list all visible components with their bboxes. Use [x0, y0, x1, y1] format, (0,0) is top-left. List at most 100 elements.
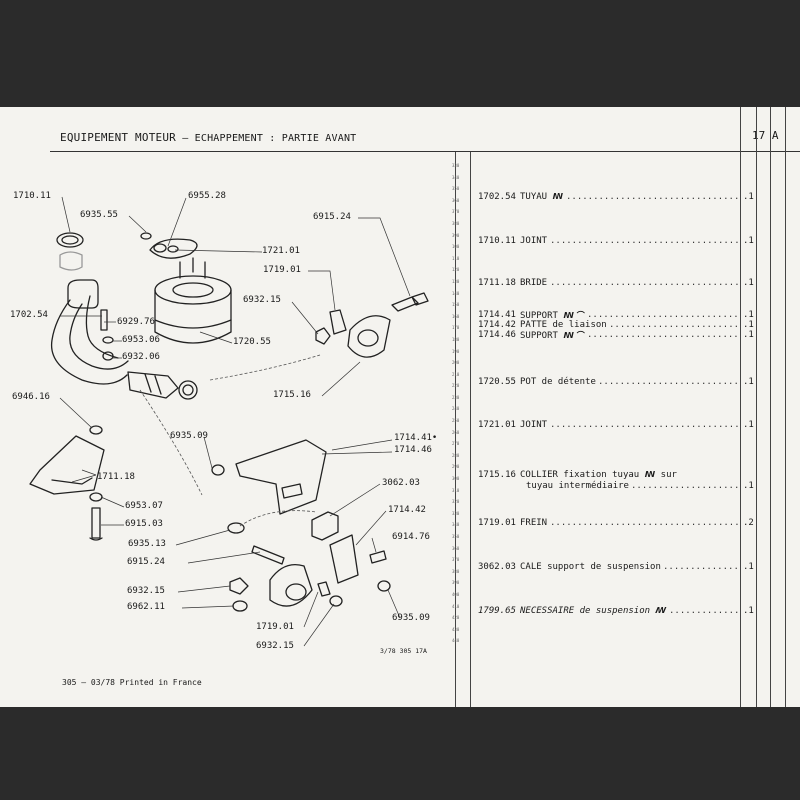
part-description-text: JOINT — [520, 420, 548, 430]
part-description: COLLIER fixation tuyau ꟿ sur — [520, 470, 677, 480]
leader-dots: ........................................… — [587, 310, 739, 320]
part-description-text: TUYAU — [520, 192, 553, 202]
figure-label: 6935.09 — [392, 613, 430, 623]
scale-tick: 200 — [452, 360, 460, 366]
figure-label: 6915.24 — [127, 557, 165, 567]
leader-dots: ........................................… — [669, 606, 739, 616]
variant-symbol-icon: ꟿ ⌒ — [563, 311, 585, 320]
page-reference: 17 A — [752, 129, 779, 142]
scale-tick: 130 — [452, 278, 460, 284]
scale-tick: 340 — [452, 174, 460, 180]
part-description: CALE support de suspension — [520, 562, 661, 572]
scale-right-rule — [470, 152, 471, 707]
part-description-text: PATTE de liaison — [520, 320, 607, 330]
scale-tick: 380 — [452, 220, 460, 226]
figure-label: 6935.55 — [80, 210, 118, 220]
leader-dots: ........................................… — [631, 481, 739, 491]
part-description-text: COLLIER fixation tuyau — [520, 470, 645, 480]
figure-label: 6932.15 — [127, 586, 165, 596]
scale-tick: 230 — [452, 394, 460, 400]
part-quantity: .1 — [743, 481, 754, 491]
scale-tick: 170 — [452, 325, 460, 331]
part-code: 1721.01 — [478, 420, 516, 430]
column-rule-4 — [785, 107, 786, 707]
scale-tick: 260 — [452, 429, 460, 435]
scale-tick: 210 — [452, 371, 460, 377]
part-quantity: .1 — [743, 606, 754, 616]
scale-tick: 350 — [452, 186, 460, 192]
part-description-text: SUPPORT — [520, 311, 564, 321]
page-title: EQUIPEMENT MOTEUR – ECHAPPEMENT : PARTIE… — [60, 131, 356, 144]
part-code: 1714.41 — [478, 310, 516, 320]
part-description-text: JOINT — [520, 236, 548, 246]
scale-tick: 390 — [452, 232, 460, 238]
scale-left-rule — [455, 152, 456, 707]
figure-label: 1702.54 — [10, 310, 48, 320]
part-code: 1720.55 — [478, 377, 516, 387]
figure-label: 1711.18 — [97, 472, 135, 482]
part-description-line2: tuyau intermédiaire — [526, 481, 629, 491]
figure-label: 1719.01 — [263, 265, 301, 275]
variant-symbol-icon: ꟿ — [644, 470, 656, 479]
scale-tick: 300 — [452, 476, 460, 482]
figure-label: 1714.46 — [394, 445, 432, 455]
qty-right-rule — [756, 107, 757, 707]
scale-tick: 360 — [452, 197, 460, 203]
figure-label: 6932.15 — [243, 295, 281, 305]
scale-tick: 290 — [452, 464, 460, 470]
part-description: PATTE de liaison — [520, 320, 607, 330]
part-description: NECESSAIRE de suspension ꟿ — [520, 606, 666, 616]
figure-label: 6914.76 — [392, 532, 430, 542]
scale-tick: 280 — [452, 452, 460, 458]
part-code: 1714.42 — [478, 320, 516, 330]
part-quantity: .1 — [743, 420, 754, 430]
pad-part — [311, 511, 339, 541]
part-description-text: sur — [655, 470, 677, 480]
figure-label: 6915.03 — [125, 519, 163, 529]
part-description-text: SUPPORT — [520, 331, 564, 341]
leader-dots: ........................................… — [598, 377, 739, 387]
part-description: JOINT — [520, 420, 547, 430]
scale-tick: 310 — [452, 487, 460, 493]
part-quantity: .1 — [743, 192, 754, 202]
figure-label: 1720.55 — [233, 337, 271, 347]
part-description: TUYAU ꟿ — [520, 192, 563, 202]
part-quantity: .1 — [743, 320, 754, 330]
variant-symbol-icon: ꟿ ⌒ — [563, 331, 585, 340]
figure-label: 1710.11 — [13, 191, 51, 201]
gasket-part — [56, 232, 84, 248]
figure-label: 6915.24 — [313, 212, 351, 222]
figure-label: 1719.01 — [256, 622, 294, 632]
part-quantity: .1 — [743, 377, 754, 387]
scale-tick: 360 — [452, 545, 460, 551]
title-sub: – ECHAPPEMENT : PARTIE AVANT — [175, 133, 357, 144]
assembly-arrow — [209, 354, 321, 381]
variant-symbol-icon: ꟿ — [655, 606, 667, 615]
leader-dots: ........................................… — [550, 236, 739, 246]
figure-label: 6953.07 — [125, 501, 163, 511]
scale-tick: 340 — [452, 522, 460, 528]
part-code: 1799.65 — [478, 606, 516, 616]
leader-dots: ........................................… — [609, 320, 739, 330]
scale-tick: 250 — [452, 418, 460, 424]
scale-tick: 430 — [452, 626, 460, 632]
figure-label: 6955.28 — [188, 191, 226, 201]
qty-left-rule — [740, 107, 741, 707]
figure-label: 1714.41• — [394, 433, 438, 443]
figure-label: 6929.76 — [117, 317, 155, 327]
leader-dots: ........................................… — [566, 192, 739, 202]
part-description: POT de détente — [520, 377, 596, 387]
part-description: JOINT — [520, 236, 547, 246]
scale-tick: 180 — [452, 336, 460, 342]
scale-tick: 380 — [452, 568, 460, 574]
scale-tick: 220 — [452, 383, 460, 389]
part-description-text: CALE support de suspension — [520, 562, 661, 572]
title-main: EQUIPEMENT MOTEUR — [60, 131, 176, 144]
figure-label: 6932.15 — [256, 641, 294, 651]
part-code: 1715.16 — [478, 470, 516, 480]
silencer-part — [154, 257, 232, 344]
variant-symbol-icon: ꟿ — [552, 192, 564, 201]
scale-tick: 350 — [452, 534, 460, 539]
scale-tick: 420 — [452, 615, 460, 621]
figure-label: 6935.09 — [170, 431, 208, 441]
